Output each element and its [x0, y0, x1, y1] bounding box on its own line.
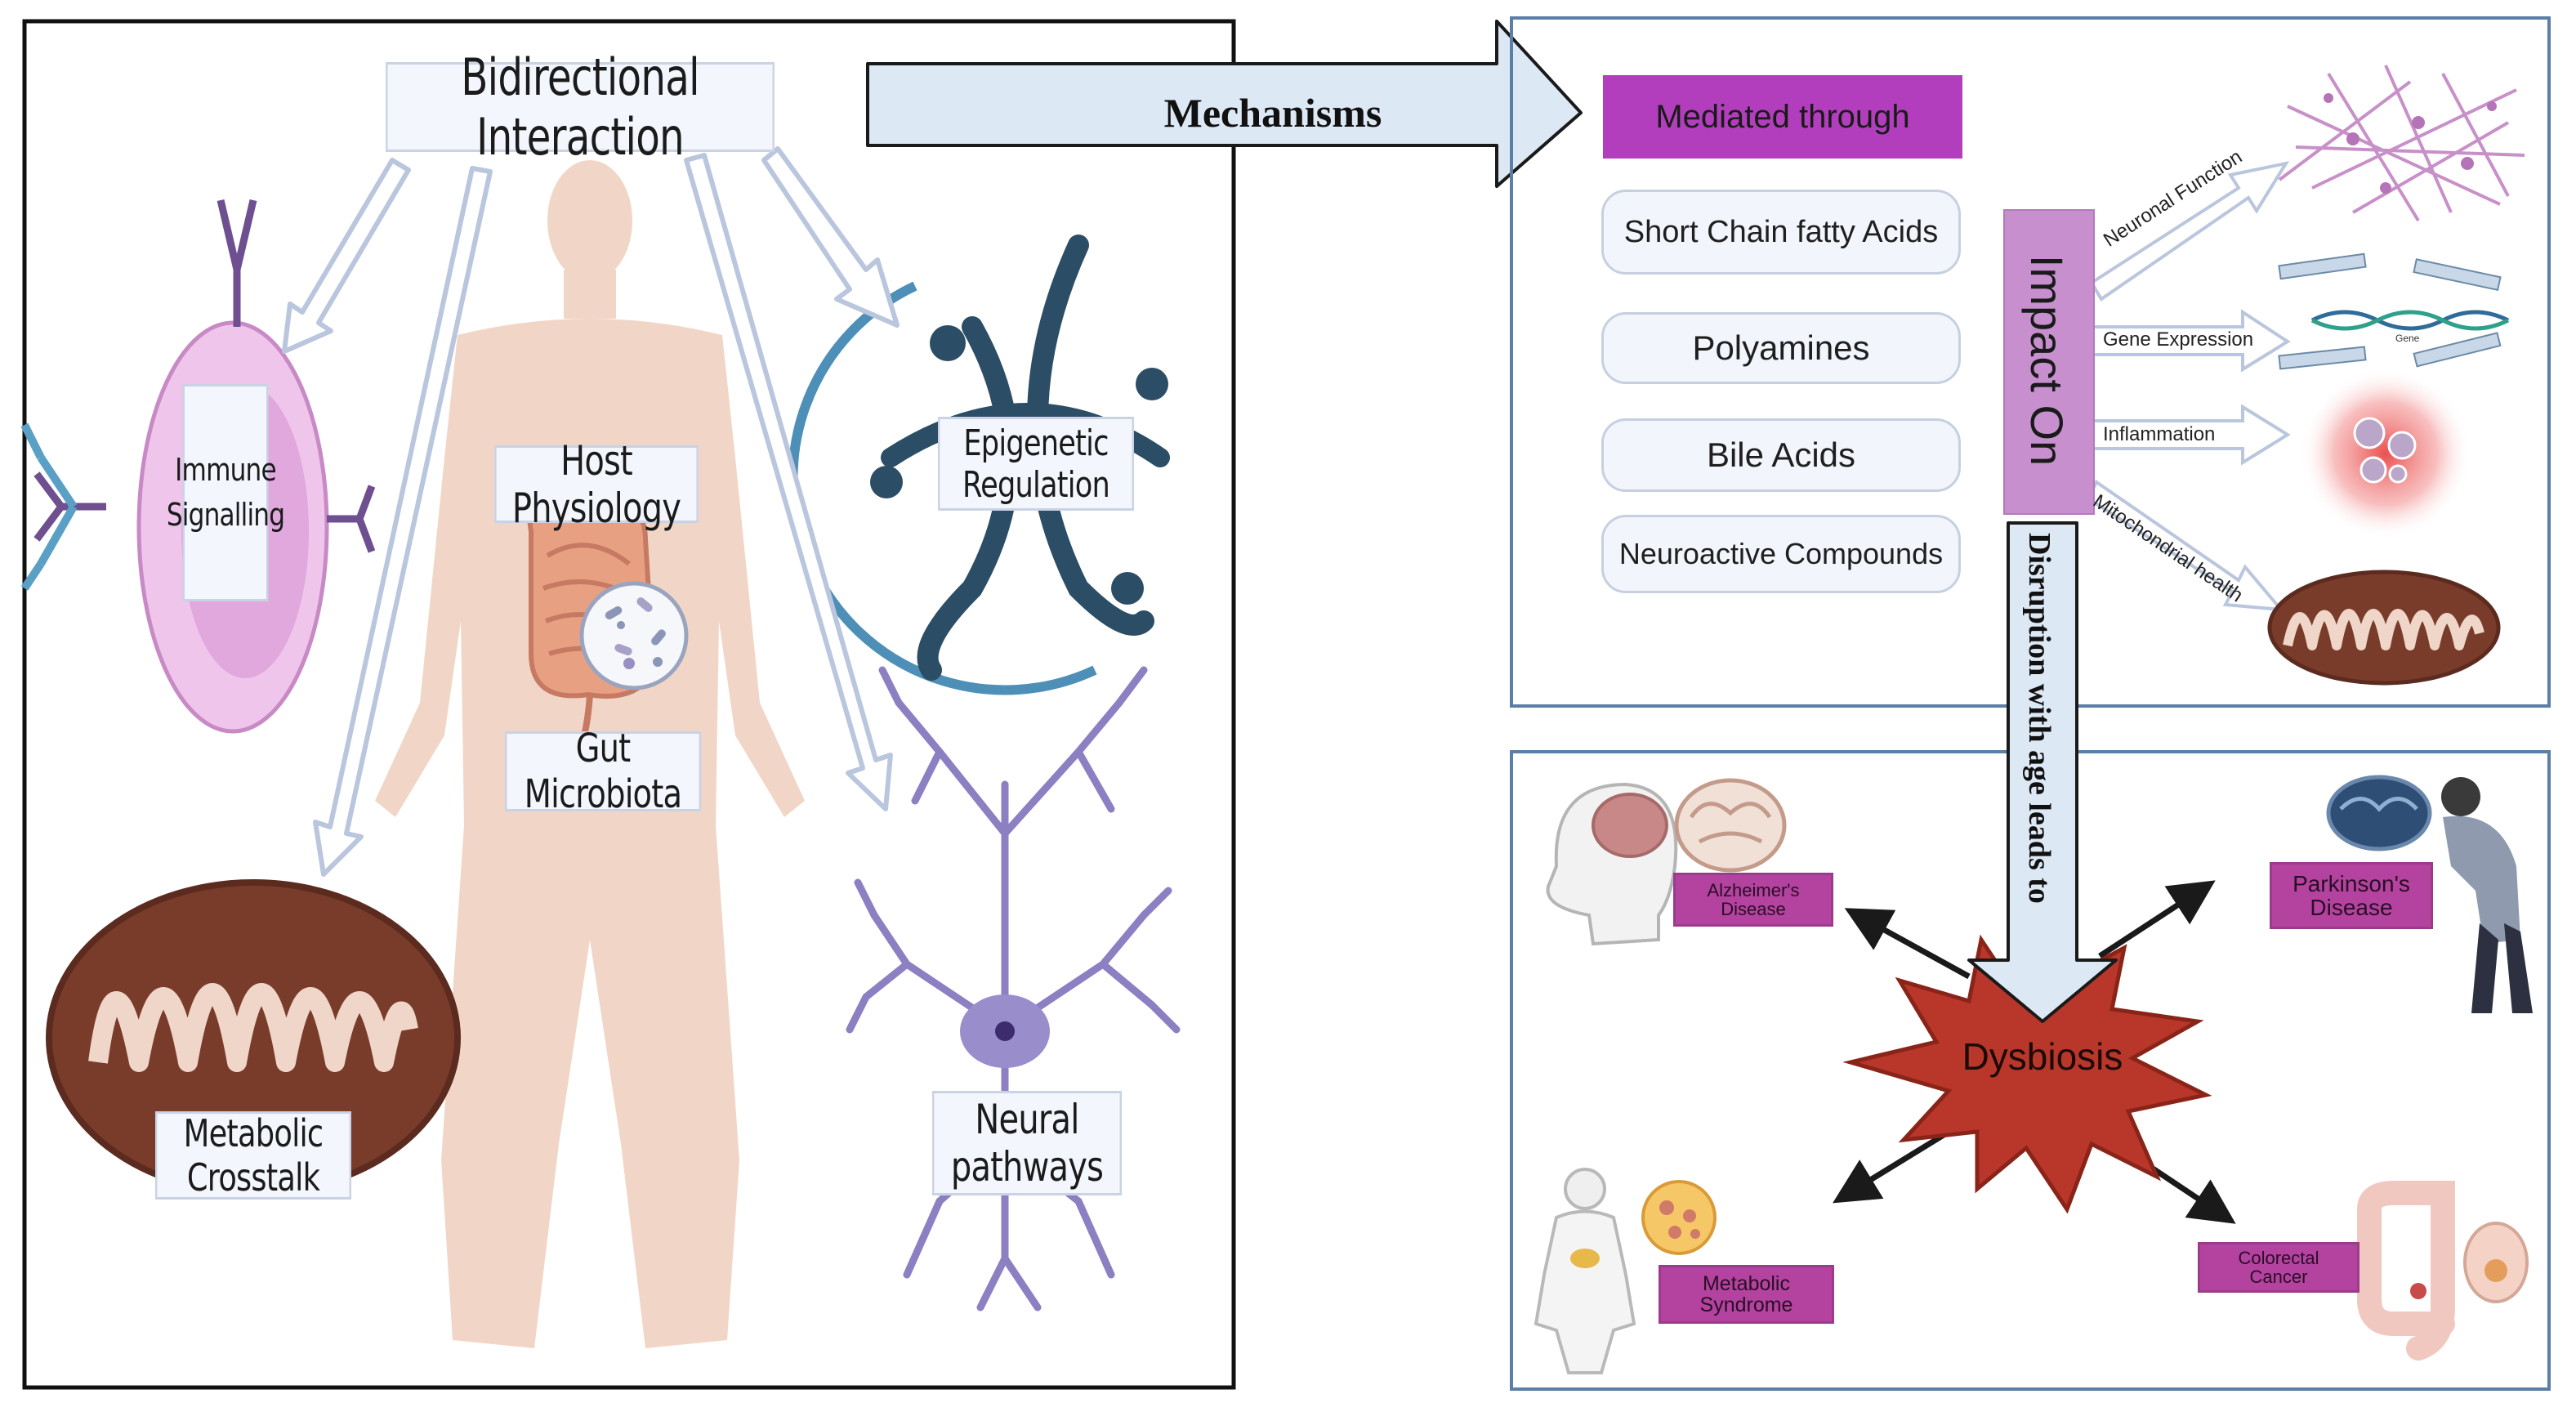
mediator-bile-acids: Bile Acids — [1601, 418, 1961, 492]
arrow-to-neural — [684, 153, 893, 811]
neuron-network-icon — [2278, 65, 2525, 222]
arrow-to-epigenetic — [761, 146, 900, 328]
host-physiology-label: Host Physiology — [494, 437, 699, 532]
mechanisms-label: Mechanisms — [1164, 90, 1382, 136]
neuron-icon — [846, 666, 1181, 1311]
mediated-through-header: Mediated through — [1603, 75, 1962, 159]
gut-microbiota-label: Gut Microbiota — [505, 726, 701, 817]
arrow-neuronal-function — [2089, 161, 2290, 302]
arrow-to-parkinsons — [2098, 880, 2216, 958]
epigenetic-dna-icon — [788, 235, 1170, 695]
disruption-arrow — [1967, 521, 2118, 1023]
arrow-mitochondrial — [2086, 480, 2285, 612]
alzheimers-label: Alzheimer's Disease — [1673, 873, 1833, 927]
mediator-neuroactive-compounds: Neuroactive Compounds — [1601, 515, 1961, 593]
mitochondrion-small-icon — [2267, 570, 2501, 686]
arrow-gene-expression — [2087, 309, 2291, 373]
dysbiosis-label: Dysbiosis — [1962, 1035, 2123, 1078]
brain-parkinsons-icon — [2326, 775, 2432, 851]
arrow-to-alzheimers — [1844, 908, 1971, 980]
impact-on-box — [2003, 209, 2095, 515]
metabolic-crosstalk-label: Metabolic Crosstalk — [155, 1111, 351, 1200]
mediator-polyamines: Polyamines — [1601, 312, 1961, 384]
neuron-network-dots-icon — [2324, 93, 2497, 194]
gene-tag: Gene — [2395, 333, 2420, 344]
colorectal-cancer-label: Colorectal Cancer — [2198, 1242, 2359, 1293]
human-head-icon — [1546, 782, 1678, 946]
inflammation-label: Inflammation — [2103, 423, 2216, 445]
mediator-short-chain-fatty-acids: Short Chain fatty Acids — [1601, 190, 1961, 275]
neuron-nucleus-icon — [995, 1021, 1015, 1041]
human-silhouette-icon — [375, 160, 805, 1348]
colon-icon — [2357, 1181, 2455, 1361]
metabolic-syndrome-label: Metabolic Syndrome — [1659, 1265, 1834, 1324]
neural-pathways-label: Neural pathways — [932, 1091, 1122, 1195]
impact-on-label: Impact On — [2021, 254, 2074, 467]
fat-cells-icon — [1641, 1180, 1717, 1255]
elderly-person-icon — [2441, 777, 2533, 1013]
tumor-icon — [2463, 1222, 2529, 1303]
arrow-inflammation — [2087, 404, 2291, 466]
inflammation-icon — [2300, 368, 2471, 539]
immune-signalling-label: Immune Signalling — [167, 384, 285, 601]
gene-expression-label: Gene Expression — [2103, 328, 2254, 351]
antibody-icon — [33, 199, 376, 553]
dna-strips-icon — [2278, 252, 2510, 370]
antibody-y-icon — [20, 422, 78, 591]
epigenetic-regulation-label: Epigenetic Regulation — [938, 417, 1134, 511]
mechanisms-arrow — [866, 20, 1583, 188]
female-body-icon — [1534, 1168, 1636, 1374]
disruption-label: Disruption with age leads to — [2022, 533, 2056, 904]
bidirectional-title: Bidirectional Interaction — [386, 47, 775, 167]
microbes-magnifier-icon — [579, 581, 689, 690]
parkinsons-label: Parkinson's Disease — [2270, 862, 2433, 929]
dysbiosis-burst — [1842, 918, 2212, 1214]
arrow-to-metabolic — [313, 166, 493, 877]
arrow-to-immune — [282, 158, 411, 354]
brain-slice-icon — [1674, 778, 1787, 873]
